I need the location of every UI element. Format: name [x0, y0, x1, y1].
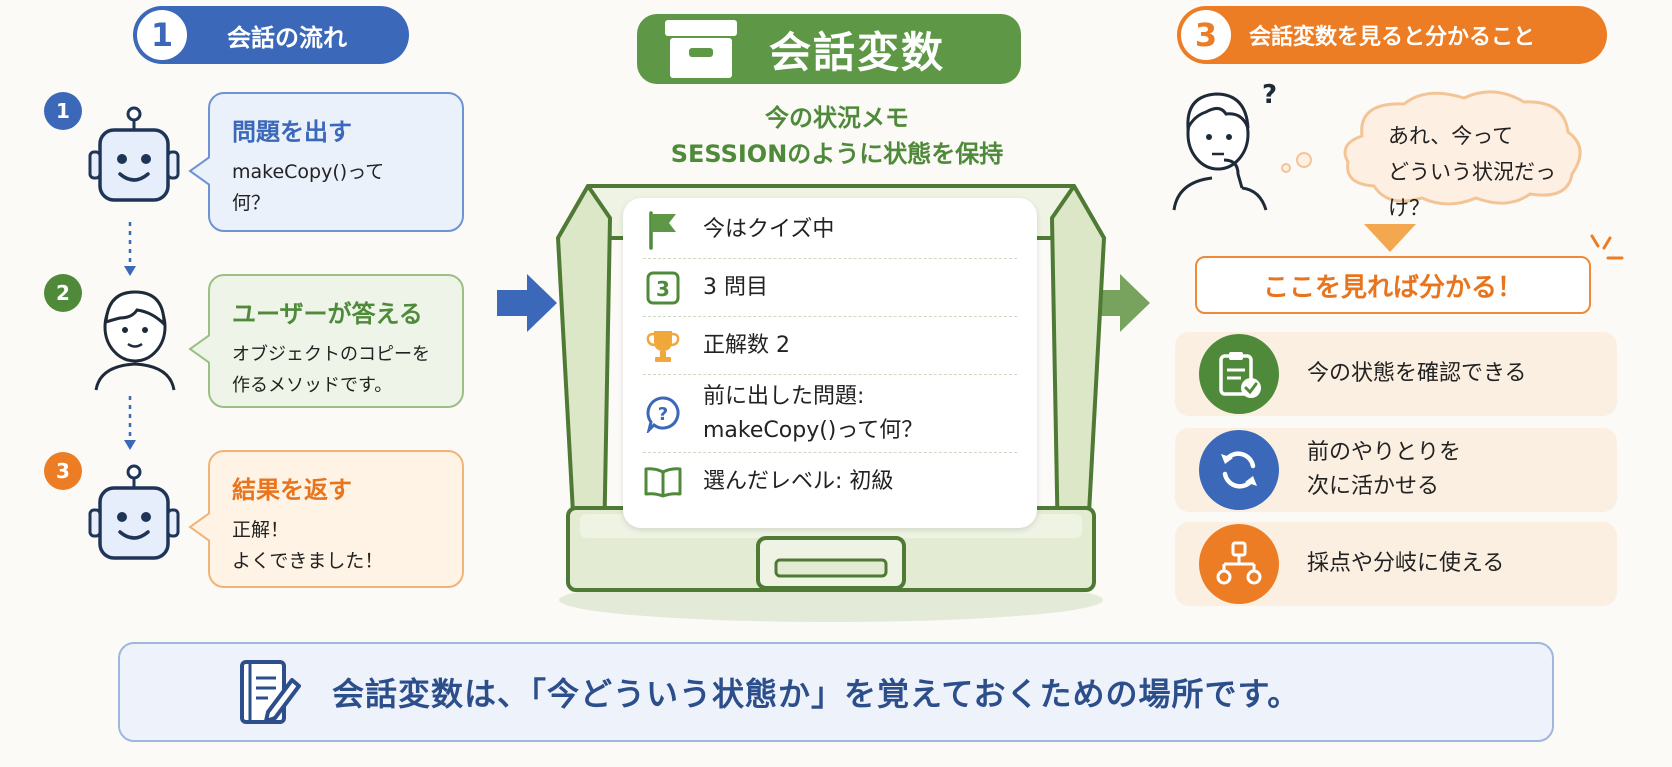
step3-line: 正解！ [232, 519, 290, 541]
step2-bubble: ユーザーが答える オブジェクトのコピーを 作るメソッドです。 [188, 274, 464, 408]
step1-badge: 1 [44, 92, 82, 130]
step3-badge: 3 [44, 452, 82, 490]
step2-line: オブジェクトのコピーを [232, 344, 430, 365]
step2-badge: 2 [44, 274, 82, 312]
user-icon [94, 290, 176, 391]
benefit-icon-circle [1199, 524, 1279, 604]
step3-title: 結果を返す [232, 476, 352, 504]
benefit-item: 採点や分岐に使える [1175, 522, 1617, 606]
thinking-person-icon [1172, 92, 1268, 211]
summary-text: 会話変数は、「今どういう状態か」を覚えておくための場所です。 [332, 675, 1301, 713]
cloud-dots [1281, 152, 1312, 173]
step3-bubble: 結果を返す 正解！ よくできました！ [188, 450, 464, 588]
benefit-icon-circle [1199, 334, 1279, 414]
benefit-item: 今の状態を確認できる [1175, 332, 1617, 416]
bubble-tail [188, 511, 210, 543]
refresh-icon [1221, 451, 1257, 489]
thought-line: どういう状況だっけ？ [1388, 160, 1556, 220]
variable-row: 今はクイズ中 [643, 202, 1017, 259]
step3-line: よくできました！ [232, 550, 384, 572]
variable-text: makeCopy()って何？ [703, 418, 924, 443]
section2-subtitle: SESSIONのように状態を保持 [670, 140, 1004, 168]
section2-subtitle: 今の状況メモ [765, 104, 909, 132]
bubble-tail [188, 333, 210, 365]
variable-text: 前に出した問題: [703, 384, 865, 409]
section2-header: 会話変数 [637, 14, 1021, 84]
flow-connector [124, 396, 136, 450]
down-triangle-icon [1364, 224, 1416, 252]
step1-bubble: 問題を出す makeCopy()って 何？ [188, 92, 464, 232]
step1-title: 問題を出す [232, 118, 352, 146]
step2-line: 作るメソッドです。 [232, 375, 393, 396]
cloud-shape [1343, 90, 1582, 206]
robot-icon [88, 106, 180, 202]
callout-box: ここを見れば分かる！ [1195, 256, 1591, 314]
section3-header: 3 会話変数を見ると分かること [1177, 6, 1607, 64]
summary-banner: 会話変数は、「今どういう状態か」を覚えておくための場所です。 [118, 642, 1554, 742]
variable-row: ? 前に出した問題: makeCopy()って何？ [643, 376, 1017, 453]
variable-text: 3 問目 [703, 275, 768, 300]
benefit-text: 次に活かせる [1307, 474, 1440, 499]
benefit-item: 前のやりとりを 次に活かせる [1175, 428, 1617, 512]
section3-number: 3 [1181, 10, 1231, 60]
clipboard-check-icon [1219, 352, 1261, 398]
section2-title: 会話変数 [769, 27, 946, 77]
thought-line: あれ、今って [1388, 124, 1514, 148]
arrow-right-icon [497, 274, 557, 332]
flow-connector [124, 222, 136, 276]
section1-title: 会話の流れ [227, 23, 347, 52]
variable-text: 選んだレベル: 初級 [703, 469, 894, 494]
variable-text: 今はクイズ中 [703, 217, 835, 242]
note-pencil-icon [240, 660, 301, 724]
question-mark: ? [1262, 80, 1278, 110]
flag-icon [649, 211, 676, 250]
step1-line: 何？ [232, 192, 271, 214]
variable-text: 正解数 2 [703, 333, 790, 358]
robot-icon [88, 464, 180, 560]
step2-title: ユーザーが答える [232, 300, 423, 328]
section1-number: 1 [137, 10, 187, 60]
sparkle-icon [1590, 234, 1624, 260]
benefit-text: 前のやりとりを [1307, 440, 1462, 465]
benefit-text: 採点や分岐に使える [1307, 551, 1505, 576]
thought-cloud: あれ、今って どういう状況だっけ？ [1281, 88, 1588, 220]
variable-row: 正解数 2 [643, 318, 1017, 375]
storage-box-icon [665, 20, 737, 78]
number-3-icon-text: 3 [656, 277, 670, 301]
step1-line: makeCopy()って [232, 161, 385, 183]
number-3-icon: 3 [646, 271, 680, 305]
benefit-icon-circle [1199, 430, 1279, 510]
book-icon [644, 467, 682, 498]
bubble-tail [188, 155, 210, 187]
section1-header: 1 会話の流れ [133, 6, 409, 64]
branch-icon [1216, 541, 1262, 585]
session-variable-card: 今はクイズ中 3 3 問目 正解数 2 ? [623, 198, 1037, 528]
section3-title: 会話変数を見ると分かること [1249, 25, 1536, 50]
question-bubble-icon: ? [646, 396, 680, 433]
variable-row: 選んだレベル: 初級 [643, 454, 1017, 510]
variable-row: 3 3 問目 [643, 260, 1017, 317]
benefit-text: 今の状態を確認できる [1307, 361, 1527, 386]
arrow-right-icon [1090, 274, 1150, 332]
trophy-icon [646, 331, 680, 362]
question-icon-text: ? [658, 404, 668, 425]
